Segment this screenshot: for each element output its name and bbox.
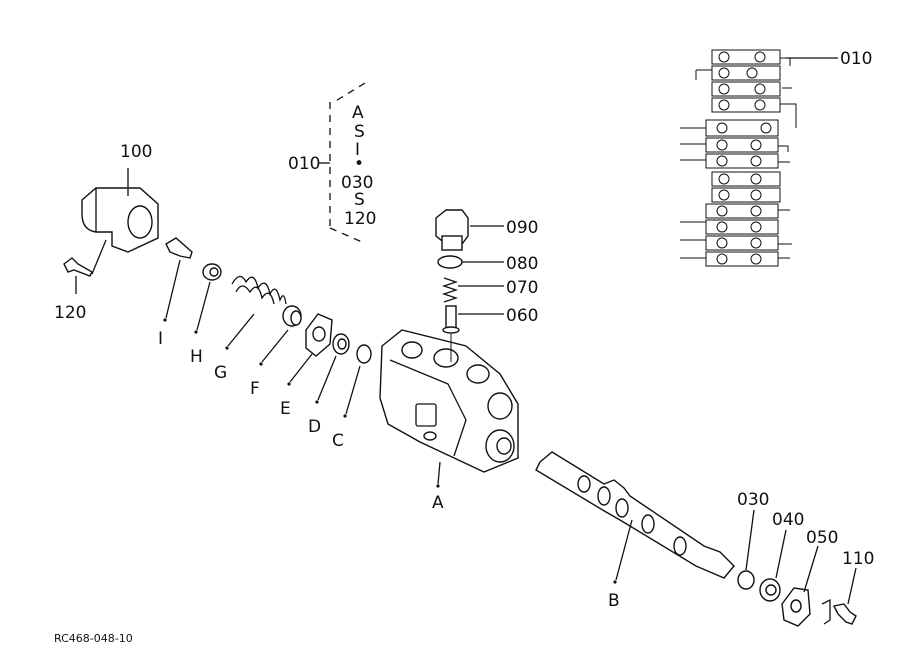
part-120-bolt: 120	[54, 239, 107, 323]
part-090-plug: 090	[435, 209, 538, 251]
part-D-washer: D	[308, 333, 350, 437]
callout-120: 120	[54, 303, 86, 323]
part-I-stopper: I	[158, 237, 193, 349]
part-050-plate: 050	[781, 528, 838, 627]
range-low-label: 030	[341, 173, 373, 193]
drawing-code: RC468-048-10	[54, 632, 133, 645]
assembly-ref-label: 010	[288, 154, 320, 174]
callout-letter-D: D	[308, 417, 321, 437]
callout-letter-C: C	[332, 431, 344, 451]
part-080-oring: 080	[437, 254, 538, 274]
callout-050: 050	[806, 528, 838, 548]
leader-120-link	[91, 239, 107, 275]
range-dot: •	[354, 154, 364, 174]
part-110-bolt: 110	[821, 549, 874, 625]
range-separator-1: S	[354, 122, 365, 142]
callout-110: 110	[842, 549, 874, 569]
bracket-top-line	[333, 82, 366, 103]
callout-040: 040	[772, 510, 804, 530]
range-separator-2: S	[354, 190, 365, 210]
range-end-label: 120	[344, 209, 376, 229]
callout-030: 030	[737, 490, 769, 510]
valve-stack-inset: 010	[680, 49, 872, 267]
callout-letter-I: I	[158, 329, 163, 349]
callout-070: 070	[506, 278, 538, 298]
range-top-label: A	[352, 103, 364, 123]
callout-060: 060	[506, 306, 538, 326]
part-100-cover: 100	[81, 142, 159, 253]
part-070-spring: 070	[441, 277, 538, 303]
callout-letter-B: B	[608, 591, 620, 611]
part-030-oring: 030	[737, 490, 769, 590]
inset-ref-label: 010	[840, 49, 872, 69]
callout-100: 100	[120, 142, 152, 162]
part-H-collar: H	[190, 263, 222, 367]
callout-letter-F: F	[250, 379, 260, 399]
part-060-poppet: 060	[442, 305, 538, 334]
leader-B	[615, 519, 633, 581]
callout-080: 080	[506, 254, 538, 274]
part-040-washer: 040	[759, 510, 804, 602]
part-G-spring: G	[214, 275, 287, 383]
valve-ports	[716, 51, 772, 265]
part-B-spool: B	[535, 451, 735, 611]
bracket-bottom-line	[329, 227, 363, 243]
range-mid-label: I	[355, 140, 360, 160]
callout-letter-G: G	[214, 363, 227, 383]
part-F-seat: F	[250, 305, 302, 399]
assembly-bracket: 010 A S I • 030 S 120	[288, 82, 376, 243]
valve-sections	[680, 49, 797, 267]
leader-A	[437, 461, 441, 485]
part-C-oring: C	[332, 344, 372, 451]
callout-090: 090	[506, 218, 538, 238]
callout-letter-A: A	[432, 493, 444, 513]
part-A-valve-body: A	[379, 329, 519, 513]
part-E-plate: E	[280, 313, 333, 419]
callout-letter-H: H	[190, 347, 203, 367]
callout-letter-E: E	[280, 399, 291, 419]
